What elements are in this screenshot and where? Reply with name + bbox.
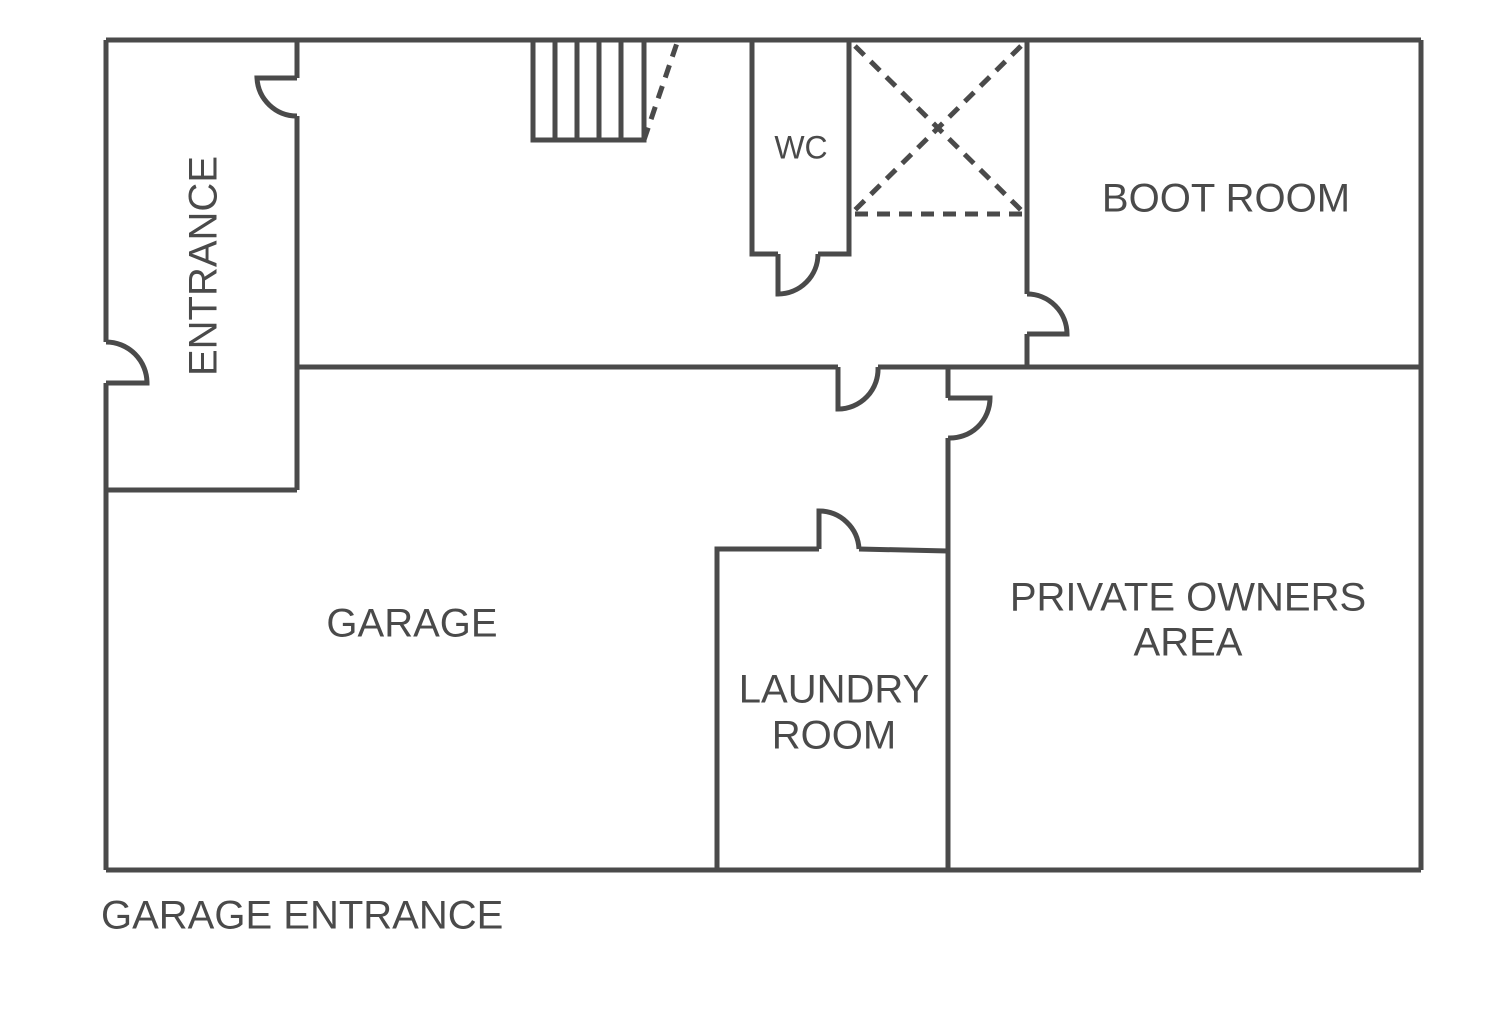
- room-label-laundry-line2: ROOM: [772, 714, 896, 758]
- laundry-wall-left: [714, 546, 819, 870]
- wc-wall-left: [749, 40, 778, 257]
- door-entrance-outer[interactable]: [105, 339, 150, 386]
- room-label-garage: GARAGE: [326, 602, 497, 646]
- outer-walls: [103, 37, 1424, 873]
- room-label-wc: WC: [774, 129, 827, 165]
- room-label-boot-room: BOOT ROOM: [1102, 177, 1350, 221]
- room-label-private-owners-line2: AREA: [1134, 621, 1243, 665]
- room-label-entrance: ENTRANCE: [182, 156, 226, 376]
- staircase: [530, 39, 681, 143]
- laundry-walls: [714, 546, 949, 870]
- caption-garage-entrance: GARAGE ENTRANCE: [101, 894, 503, 938]
- stair-outline: [530, 40, 647, 143]
- void-dashed-diagonal-2: [853, 44, 1023, 212]
- door-private-area[interactable]: [947, 395, 993, 441]
- room-labels: ENTRANCE WC BOOT ROOM GARAGE LAUNDRY ROO…: [182, 129, 1367, 757]
- wc-walls: [749, 40, 852, 257]
- wc-wall-right: [818, 40, 852, 257]
- door-entrance-inner[interactable]: [254, 75, 298, 119]
- door-hall-garage[interactable]: [835, 366, 881, 412]
- room-label-private-owners-line1: PRIVATE OWNERS: [1010, 576, 1366, 620]
- door-laundry[interactable]: [816, 508, 862, 550]
- room-label-laundry-line1: LAUNDRY: [739, 668, 929, 712]
- void-area: [853, 40, 1030, 367]
- doors: [105, 75, 1070, 550]
- laundry-wall-top-right: [858, 546, 949, 554]
- stair-dashed-line: [641, 39, 681, 141]
- entrance-walls: [106, 40, 300, 493]
- door-boot-room[interactable]: [1026, 291, 1070, 337]
- door-wc[interactable]: [775, 253, 821, 297]
